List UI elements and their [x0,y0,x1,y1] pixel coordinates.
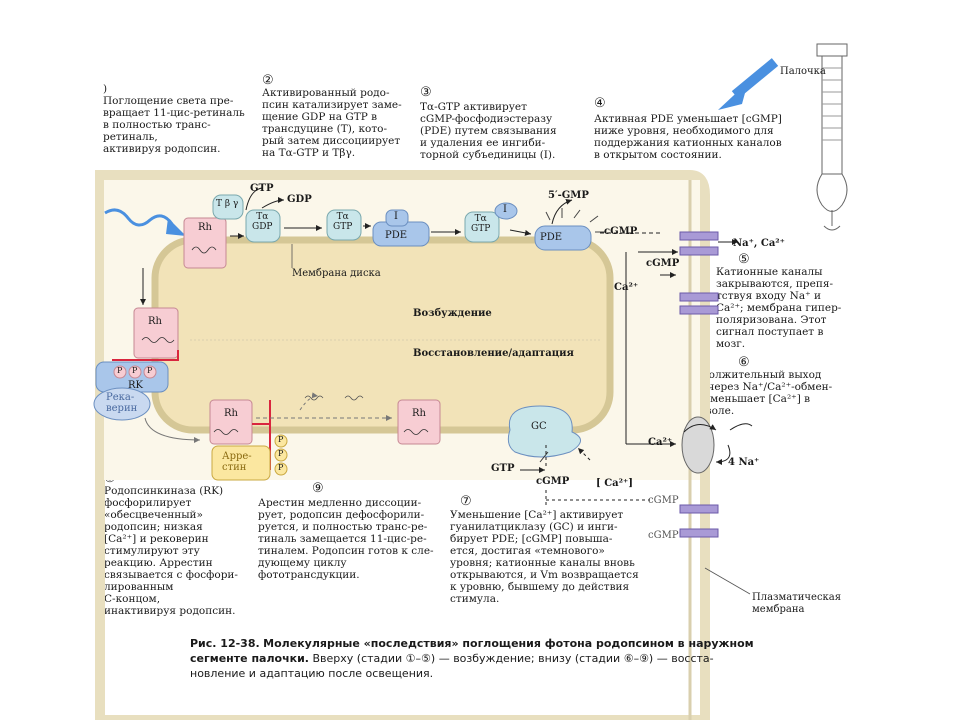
cgmp-label-right-1: cGMP [648,495,679,506]
cation-channel-2 [679,528,719,538]
cation-channel-closed-1 [679,292,719,302]
cell-outer [95,170,710,720]
caption-prefix: Рис. 12-38. [190,637,260,650]
stage-5-text: Катионные каналы закрываются, препя- тст… [716,266,842,350]
gtp-label-bottom: GTP [491,463,515,474]
light-photon-arrow [104,208,174,227]
transducin-alpha-gtp [326,209,362,241]
t-alpha-gtp-label-2: Tα GTP [471,214,491,234]
stage-9-number: ⑨ [312,481,324,496]
rhodopsin-arrestin-bound [209,399,253,445]
stage-7-number: ⑦ [460,494,472,509]
excitation-label: Возбуждение [413,308,492,319]
cation-channel-1 [679,504,719,514]
cation-channel-open-2 [679,246,719,256]
guanylate-cyclase [507,405,581,458]
pde-active [534,225,592,251]
stage-2-text: Активированный родо- псин катализирует з… [262,87,402,159]
cgmp-label-right-2: cGMP [648,530,679,541]
recoverin-label: Река- верин [106,392,138,414]
t-alpha-gtp-label: Tα GTP [333,212,353,232]
na-ca-exchanger [681,416,715,474]
stage-6-number: ⑥ [738,355,750,370]
rhodopsin-active [183,217,227,269]
rh-label-1: Rh [198,222,212,233]
rod-label: Палочка [780,66,826,77]
stage-7-text: Уменьшение [Ca²⁺] активирует гуанилатцик… [450,509,639,605]
stage-2-number: ② [262,73,274,88]
pde-label-2: PDE [540,232,563,243]
stage-3-number: ③ [420,85,432,100]
stage-5-number: ⑤ [738,252,750,267]
caption-bold: Молекулярные «последствия» поглощения фо… [190,637,754,665]
p-label-1: P [117,366,123,375]
p-label-4: P [278,435,284,444]
cation-channel-open-1 [679,231,719,241]
arrestin [211,445,271,481]
transducin-beta-gamma [212,194,244,220]
gtp-label-top: GTP [250,183,274,194]
arrestin-label: Арре- стин [222,451,252,473]
rod-icon [816,43,848,231]
cgmp-label-bottom: cGMP [536,476,570,487]
ca-bracket-label: [ Ca²⁺] [596,478,634,489]
caption-rest: Вверху (стадии ①–⑤) — возбуждение; внизу… [190,652,714,680]
recoverin [93,387,151,421]
cation-channel-closed-2 [679,305,719,315]
rh-label-2: Rh [148,316,162,327]
gmp-label: 5′-GMP [548,190,589,201]
na-ca-label: Na⁺, Ca²⁺ [733,238,785,249]
cgmp-label-top: cGMP [604,226,638,237]
inhibitor-label-2: I [503,204,507,215]
pde-inhibitor [385,209,409,227]
inhibitor-label: I [394,211,398,222]
stage-8-text: Родопсинкиназа (RK) фосфорилирует «обесц… [104,485,238,617]
rhodopsin-regenerated [397,399,441,445]
gc-label: GC [531,421,547,432]
ca-label-left: Ca²⁺ [614,282,639,293]
na4-label: 4 Na⁺ [728,457,760,468]
rh-label-4: Rh [412,408,426,419]
recovery-label: Восстановление/адаптация [413,348,574,359]
rh-label-3: Rh [224,408,238,419]
figure-caption: Рис. 12-38. Молекулярные «последствия» п… [190,636,790,681]
disc-membrane-label: Мембрана диска [292,268,381,279]
t-beta-gamma-label: T β γ [216,199,239,209]
rhodopsin-bleached [133,307,179,359]
p-label-6: P [278,463,284,472]
pde-label-1: PDE [385,230,408,241]
stage-9-text: Арестин медленно диссоции- рует, родопси… [258,497,434,581]
p-label-3: P [147,366,153,375]
cgmp-label-mid: cGMP [646,258,680,269]
stage-1-text: ) Поглощение света пре- вращает 11-цис-р… [103,83,245,155]
t-alpha-gdp-label: Tα GDP [252,212,273,232]
stage-3-text: Tα-GTP активирует cGMP-фосфодиэстеразу (… [420,101,557,161]
stage-4-number: ④ [594,96,606,111]
inhibitor-released [494,202,518,220]
p-label-2: P [132,366,138,375]
rk-label: RK [128,380,143,391]
plasma-membrane-label: Плазматическая мембрана [752,592,842,615]
gdp-label-top: GDP [287,194,312,205]
ca-label-bottom: Ca²⁺ [648,437,673,448]
p-label-5: P [278,449,284,458]
stage-4-text: Активная PDE уменьшает [cGMP] ниже уровн… [594,113,782,161]
transducin-alpha-gdp [245,209,281,243]
transducin-alpha-gtp-2 [464,211,500,243]
